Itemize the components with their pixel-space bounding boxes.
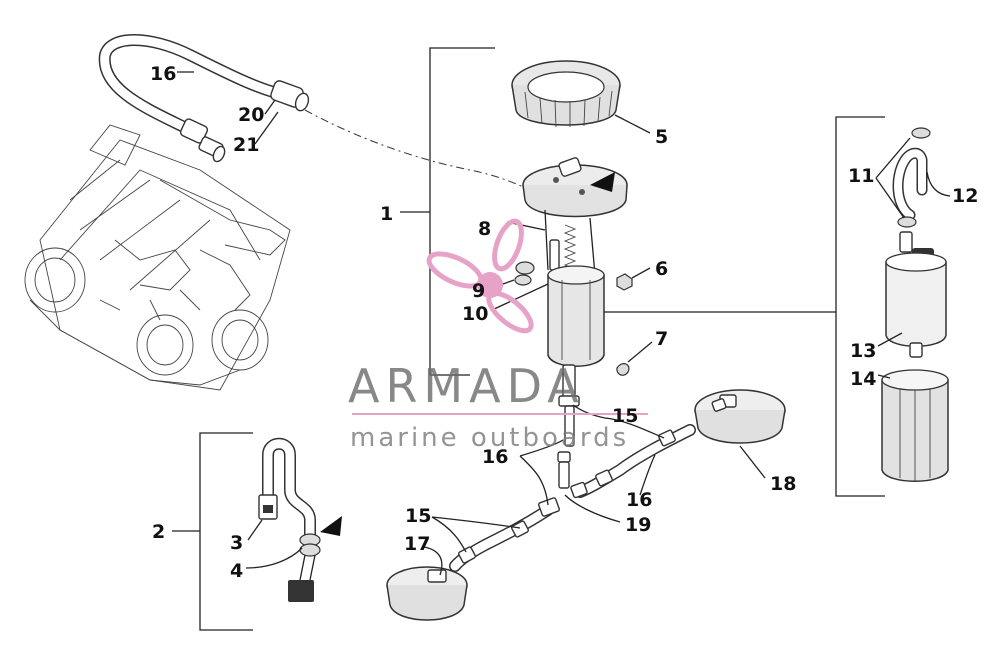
lock-ring-5 <box>511 60 621 128</box>
callout-17: 17 <box>404 533 430 555</box>
callout-7: 7 <box>655 328 668 350</box>
hose-12 <box>892 147 928 221</box>
callout-21: 21 <box>233 134 259 156</box>
leader-20 <box>264 99 276 115</box>
leader-11 <box>875 137 911 219</box>
callout-16-right: 16 <box>626 489 652 511</box>
callout-16-mid: 16 <box>482 446 508 468</box>
hose-16-top <box>98 34 291 136</box>
callout-3: 3 <box>230 532 243 554</box>
callout-2: 2 <box>152 521 165 543</box>
pump-housing <box>547 265 605 367</box>
callout-14: 14 <box>850 368 876 390</box>
leader-16-mid <box>519 439 564 506</box>
hose-assembly-lower <box>449 424 696 572</box>
callout-18: 18 <box>770 473 796 495</box>
pickup-17 <box>386 566 468 621</box>
watermark-logo <box>426 218 534 334</box>
clip-7 <box>616 363 630 376</box>
callout-5: 5 <box>655 126 668 148</box>
leader-7 <box>627 341 653 363</box>
fuel-pump-13 <box>885 231 947 358</box>
leader-3 <box>247 519 263 541</box>
pump-outlet-tube <box>558 364 580 447</box>
callout-10: 10 <box>462 303 488 325</box>
callout-12: 12 <box>952 185 978 207</box>
callout-16-top: 16 <box>150 63 176 85</box>
leader-12 <box>926 171 951 197</box>
bracket-2 <box>199 432 253 631</box>
leader-14 <box>877 374 891 379</box>
clamps-11 <box>897 127 931 228</box>
callout-11: 11 <box>848 165 874 187</box>
callout-13: 13 <box>850 340 876 362</box>
callout-15-upper: 15 <box>612 405 638 427</box>
watermark-subtitle: marine outboards <box>350 423 629 453</box>
callout-6: 6 <box>655 258 668 280</box>
leader-13 <box>877 332 903 347</box>
filter-14 <box>881 369 949 482</box>
pump-flange <box>522 157 628 218</box>
callout-4: 4 <box>230 560 243 582</box>
callout-19: 19 <box>625 514 651 536</box>
nut-6 <box>616 273 633 291</box>
wire-harness <box>258 437 342 602</box>
callout-9: 9 <box>472 280 485 302</box>
pump-shafts <box>544 209 596 278</box>
leader-18 <box>739 445 766 479</box>
bracket-11-14 <box>835 116 885 497</box>
leader-5 <box>614 114 651 134</box>
watermark-title: ARMADA <box>348 359 585 413</box>
leader-10 <box>491 283 549 311</box>
hose-route-dash <box>304 109 541 196</box>
leader-19 <box>564 494 621 523</box>
leader-21 <box>254 111 279 145</box>
leader-15-lower <box>431 516 521 553</box>
pickup-18 <box>694 389 786 444</box>
callout-1: 1 <box>380 203 393 225</box>
callout-20: 20 <box>238 104 264 126</box>
grommet-9 <box>514 261 535 286</box>
callout-15-lower: 15 <box>405 505 431 527</box>
fitting-20 <box>179 118 226 163</box>
fitting-21 <box>270 80 310 112</box>
callout-8: 8 <box>478 218 491 240</box>
leader-15-upper <box>572 404 665 439</box>
engine-throttle-body <box>24 124 291 391</box>
leader-16-right <box>639 454 656 496</box>
leader-4 <box>245 547 303 569</box>
bracket-1 <box>429 47 495 376</box>
leader-17 <box>423 546 443 576</box>
leader-6 <box>631 267 651 279</box>
